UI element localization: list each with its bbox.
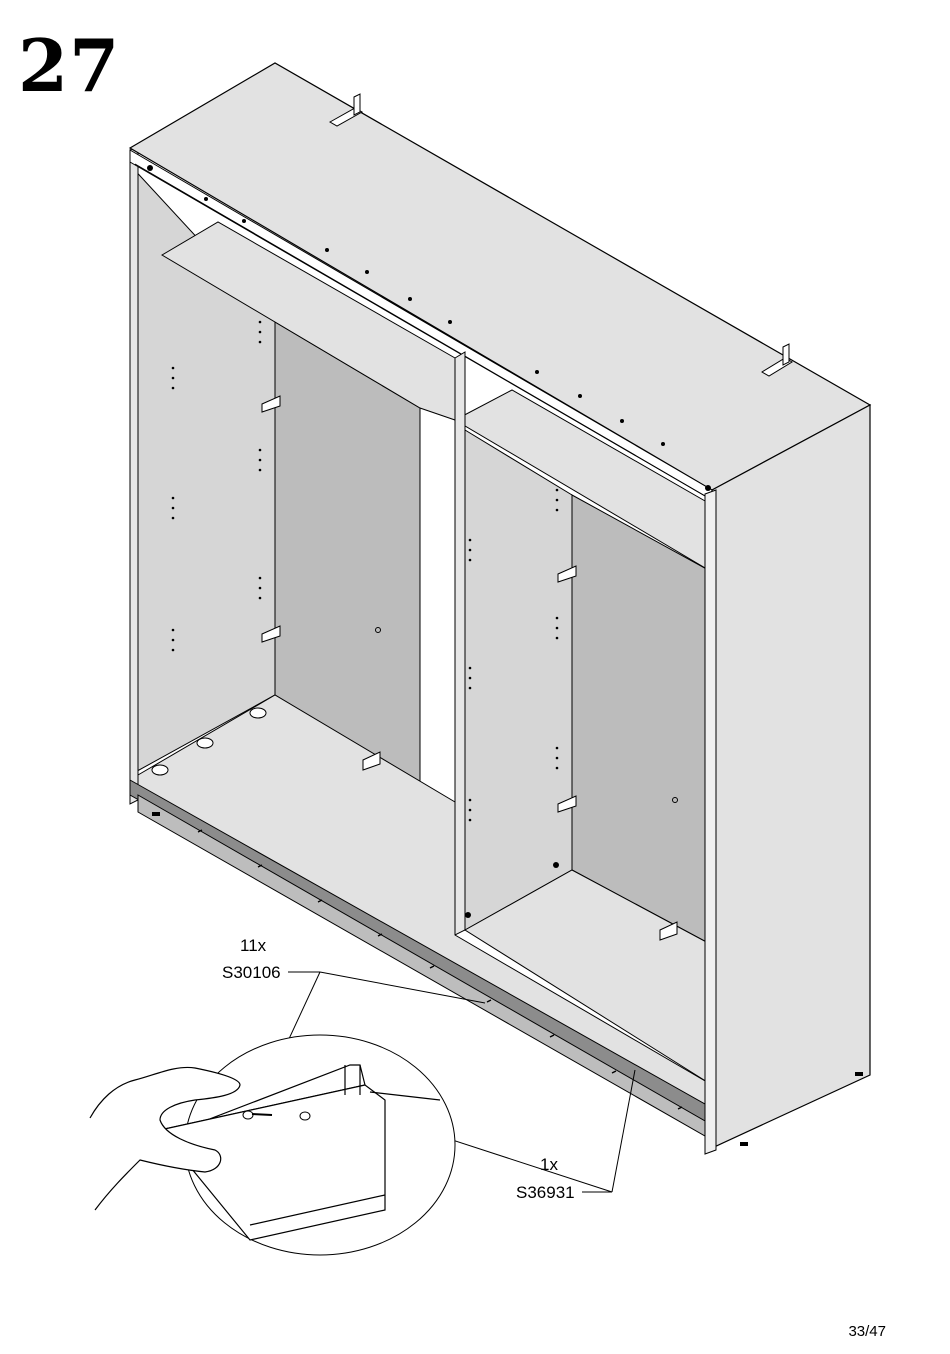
left-side-edge [130, 146, 138, 804]
part-qty-2: 1x [540, 1156, 558, 1173]
middle-divider [455, 352, 465, 935]
page-number: 33/47 [848, 1323, 886, 1340]
part-code-1: S30106 [222, 964, 281, 981]
back-panel-right [572, 495, 712, 945]
detail-magnifier [90, 1035, 455, 1255]
part-code-2: S36931 [516, 1184, 575, 1201]
middle-divider-face [465, 430, 572, 930]
part-qty-1: 11x [240, 937, 266, 954]
right-side-edge [705, 490, 716, 1154]
step-number: 27 [18, 30, 120, 102]
right-side-panel [712, 405, 870, 1148]
